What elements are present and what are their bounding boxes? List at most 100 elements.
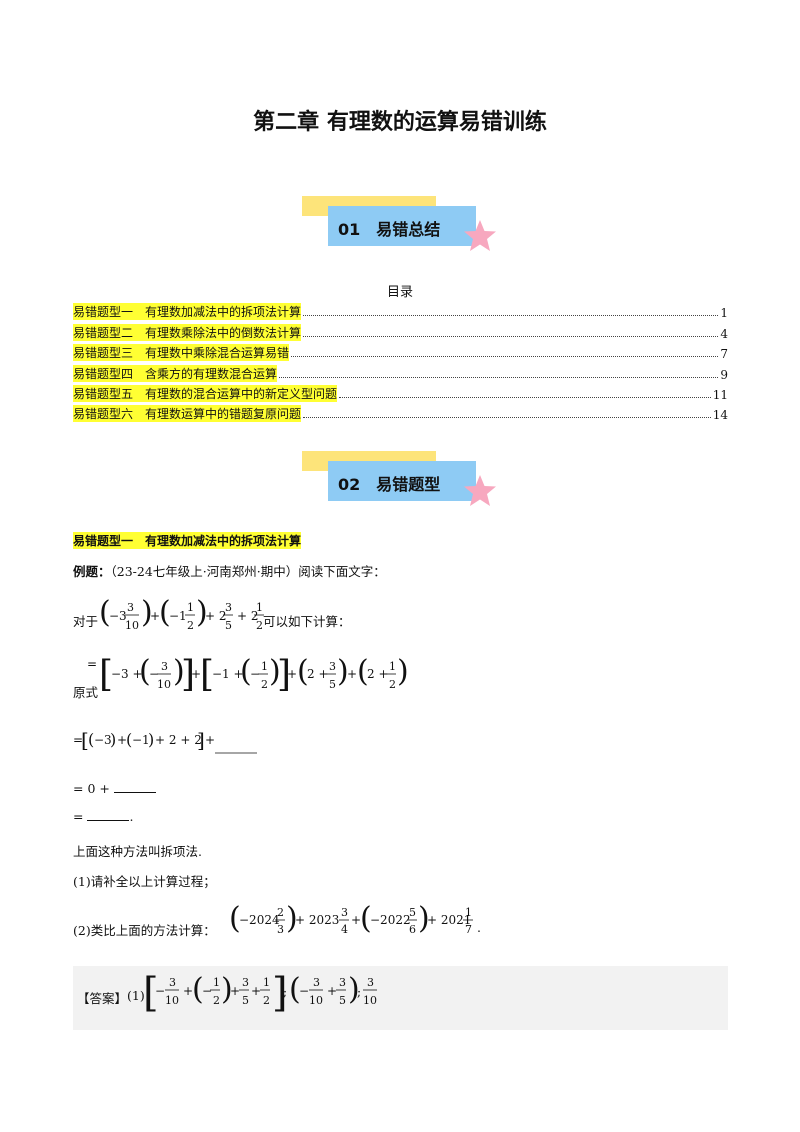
svg-text:−: −	[155, 984, 165, 998]
svg-text:(: (	[99, 595, 111, 630]
question-2-label: (2)类比上面的方法计算：	[73, 923, 216, 938]
question-1: (1)请补全以上计算过程；	[73, 874, 216, 889]
svg-text:3: 3	[169, 976, 176, 989]
svg-text:10: 10	[309, 994, 323, 1007]
svg-text:): )	[418, 901, 430, 936]
svg-text:+: +	[287, 667, 297, 681]
svg-text:(: (	[159, 595, 171, 630]
svg-text:+ 2021: + 2021	[427, 913, 471, 927]
svg-text:): )	[221, 972, 233, 1007]
question-2-line: (2)类比上面的方法计算： ( −2024 2 3 ) + 2023 3 4 +…	[73, 898, 733, 944]
svg-text:]: ]	[181, 654, 195, 695]
grouped-integers-line: = [ ( −3 ) + ( −1 ) + 2 + 2 ] +	[73, 728, 263, 761]
split-terms-formula: = [ −3 + ( − 3 10 ) ] + [ −1 + ( − 1 2 )…	[87, 654, 409, 695]
svg-text:5: 5	[409, 906, 416, 919]
toc-item[interactable]: 易错题型四 含乘方的有理数混合运算 9	[73, 361, 728, 382]
svg-text:+ 2 + 2: + 2 + 2	[155, 733, 202, 747]
answer-label: 【答案】	[77, 991, 128, 1006]
svg-text:1: 1	[256, 601, 263, 614]
svg-text:5: 5	[329, 678, 336, 691]
svg-text:+ 2: + 2	[205, 609, 227, 623]
toc-leader	[303, 315, 719, 317]
toc-item[interactable]: 易错题型一 有理数加减法中的拆项法计算 1	[73, 300, 728, 321]
svg-text:(: (	[139, 654, 151, 689]
toc-item[interactable]: 易错题型五 有理数的混合运算中的新定义型问题 11	[73, 382, 728, 402]
svg-text:4: 4	[341, 923, 348, 936]
svg-text:[: [	[81, 728, 89, 752]
svg-text:+ 2: + 2	[237, 609, 259, 623]
svg-text:10: 10	[363, 994, 377, 1007]
answer-box: 【答案】 (1) [ − 3 10 + ( − 1 2 ) + 3 5 + 1 …	[73, 966, 728, 1030]
svg-text:3: 3	[367, 976, 374, 989]
svg-text:+: +	[351, 913, 361, 927]
svg-text:(: (	[357, 654, 369, 689]
toc-item-label: 易错题型五 有理数的混合运算中的新定义型问题	[73, 384, 338, 402]
svg-text:;: ;	[357, 985, 361, 999]
svg-text:;: ;	[283, 985, 287, 999]
example-source: （23-24七年级上·河南郑州·期中）阅读下面文字：	[110, 564, 386, 579]
svg-text:2: 2	[277, 906, 284, 919]
svg-text:+ 2023: + 2023	[295, 913, 339, 927]
equals-sign: =	[73, 809, 84, 824]
svg-text:+: +	[183, 984, 193, 998]
svg-text:5: 5	[339, 994, 346, 1007]
toc-item[interactable]: 易错题型二 有理数乘除法中的倒数法计算 4	[73, 320, 728, 341]
svg-text:2 +: 2 +	[307, 667, 329, 681]
svg-text:−: −	[299, 984, 309, 998]
answer-formula: [ − 3 10 + ( − 1 2 ) + 3 5 + 1 2 ] ; ( −…	[143, 970, 377, 1016]
svg-text:−: −	[250, 667, 260, 681]
banner-blue-box	[328, 206, 476, 246]
svg-text:3: 3	[339, 976, 346, 989]
svg-text:2: 2	[389, 678, 396, 691]
svg-text:−1: −1	[132, 733, 150, 747]
example-label: 例题：	[73, 564, 111, 579]
svg-text:[: [	[143, 970, 159, 1016]
svg-text:(: (	[88, 730, 94, 749]
banner-blue-box	[328, 461, 476, 501]
svg-text:5: 5	[242, 994, 249, 1007]
svg-text:): )	[148, 730, 154, 749]
svg-text:1: 1	[261, 660, 268, 673]
toc-leader	[303, 335, 719, 337]
svg-text:2: 2	[263, 994, 270, 1007]
banner-label: 02 易错题型	[338, 475, 441, 494]
toc-item-page: 7	[720, 347, 728, 362]
section-banner-summary: 01 易错总结	[300, 196, 500, 256]
svg-text:2 +: 2 +	[367, 667, 389, 681]
answer-blank[interactable]	[113, 780, 156, 793]
table-of-contents: 易错题型一 有理数加减法中的拆项法计算 1 易错题型二 有理数乘除法中的倒数法计…	[73, 300, 728, 423]
expression-formula: ( −3 3 10 ) + ( −1 1 2 ) + 2 3 5 + 2 1 2	[99, 595, 264, 632]
svg-text:[: [	[99, 654, 113, 695]
toc-item-page: 1	[720, 306, 728, 321]
toc-item-label: 易错题型一 有理数加减法中的拆项法计算	[73, 303, 302, 321]
svg-text:3: 3	[225, 601, 232, 614]
toc-item[interactable]: 易错题型三 有理数中乘除混合运算易错 7	[73, 341, 728, 362]
banner-label: 01 易错总结	[338, 220, 441, 239]
page-title: 第二章 有理数的运算易错训练	[253, 110, 547, 135]
section-banner-problems: 02 易错题型	[300, 451, 500, 511]
svg-text:3: 3	[161, 660, 168, 673]
svg-text:1: 1	[389, 660, 396, 673]
svg-text:=: =	[73, 733, 83, 747]
toc-item[interactable]: 易错题型六 有理数运算中的错题复原问题 14	[73, 402, 728, 423]
svg-text:10: 10	[165, 994, 179, 1007]
svg-text:−1 +: −1 +	[212, 667, 244, 681]
svg-text:3: 3	[127, 601, 134, 614]
svg-text:2: 2	[256, 619, 263, 632]
toc-item-page: 9	[720, 367, 728, 382]
svg-text:+: +	[205, 733, 215, 747]
svg-text:): )	[348, 972, 360, 1007]
svg-text:+: +	[191, 667, 201, 681]
toc-leader	[279, 376, 719, 378]
compute-as-label: 可以如下计算：	[263, 614, 351, 629]
svg-text:5: 5	[225, 619, 232, 632]
svg-text:+: +	[251, 984, 261, 998]
answer-blank[interactable]	[87, 808, 130, 821]
for-label: 对于	[73, 614, 99, 629]
method-description: 上面这种方法叫拆项法.	[73, 844, 202, 859]
svg-text:3: 3	[242, 976, 249, 989]
svg-text:1: 1	[263, 976, 270, 989]
svg-text:=: =	[87, 657, 97, 671]
svg-text:): )	[110, 730, 116, 749]
svg-text:−3 +: −3 +	[111, 667, 143, 681]
